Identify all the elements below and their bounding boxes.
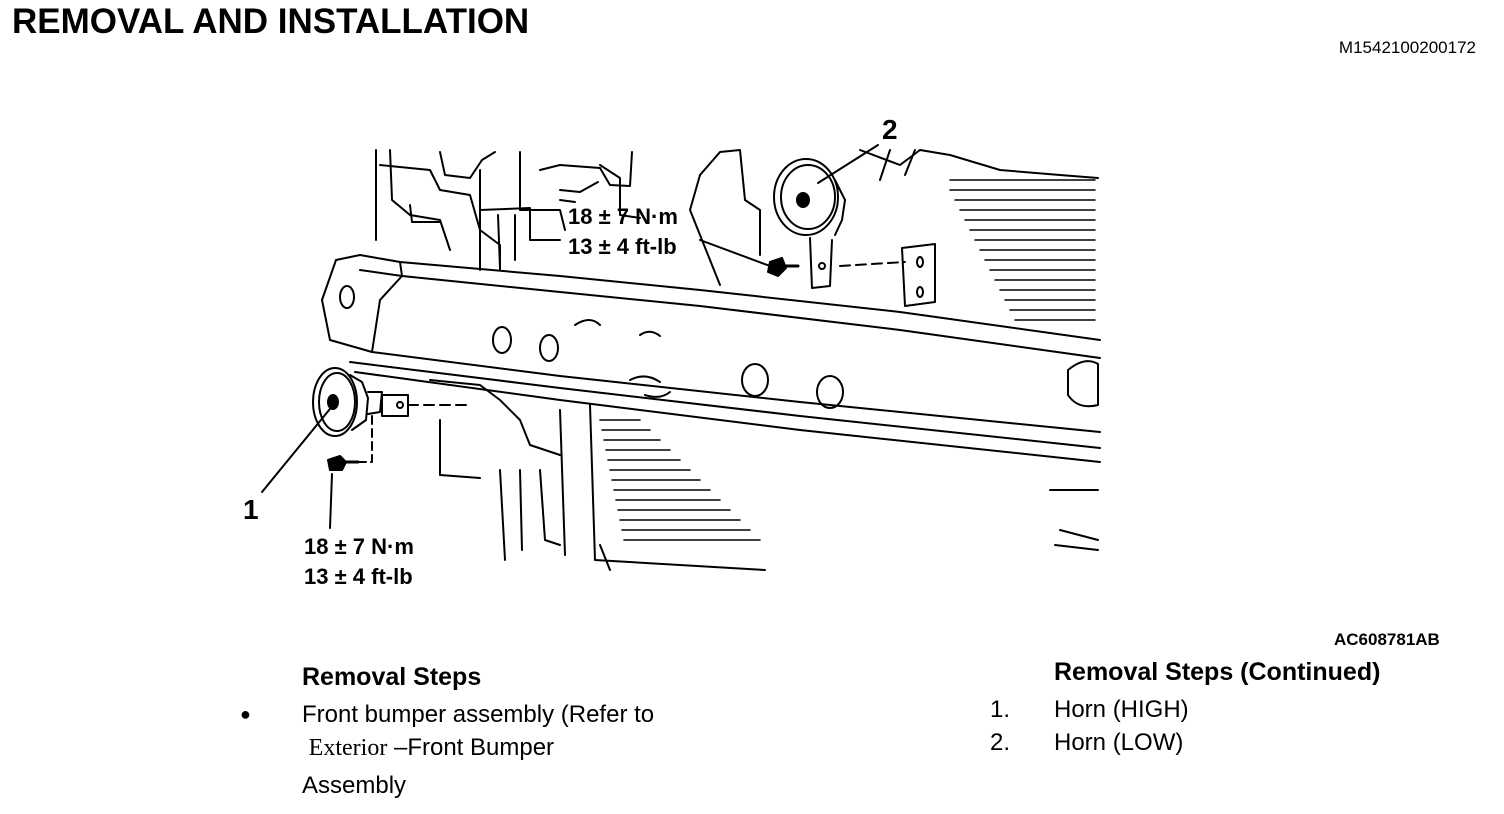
list-item: ● Front bumper assembly (Refer to Exteri… [240, 698, 742, 802]
upper-support-drawing [689, 149, 1099, 321]
torque-metric: 18 ± 7 N·m [304, 534, 414, 559]
document-id: M1542100200172 [1338, 38, 1476, 57]
removal-steps-continued: Removal Steps (Continued) 1.Horn (HIGH) … [990, 658, 1470, 759]
step-number: 2. [990, 729, 1011, 756]
list-item: 2. Horn (LOW) [990, 726, 1470, 759]
step-reference[interactable]: Exterior –Front Bumper [302, 731, 742, 765]
step-text-line: Assembly [302, 772, 407, 799]
torque-spec-horn-low: 18 ± 7 N·m 13 ± 4 ft-lb [568, 202, 678, 262]
step-number: 1. [990, 696, 1011, 723]
radiator-drawing [429, 379, 1099, 571]
engine-components-drawing [375, 149, 641, 271]
removal-steps-continued-heading: Removal Steps (Continued) [1054, 658, 1381, 686]
bumper-reinforcement-beam-drawing [321, 254, 1101, 463]
figure-code: AC608781AB [1334, 630, 1440, 649]
horn-high-drawing [261, 367, 471, 529]
removal-steps-heading: Removal Steps [302, 663, 482, 691]
torque-spec-horn-high: 18 ± 7 N·m 13 ± 4 ft-lb [304, 532, 414, 592]
step-text-line: Front bumper assembly (Refer to [302, 701, 655, 728]
torque-metric: 18 ± 7 N·m [568, 204, 678, 229]
reference-link[interactable]: Exterior [308, 735, 388, 761]
page-title: REMOVAL AND INSTALLATION [12, 2, 530, 41]
callout-number-2: 2 [882, 114, 898, 145]
horn-installation-illustration [261, 144, 1101, 571]
torque-imperial: 13 ± 4 ft-lb [304, 564, 413, 589]
removal-steps: Removal Steps ● Front bumper assembly (R… [240, 663, 742, 802]
list-item: 1. Horn (HIGH) [990, 693, 1470, 726]
callout-number-1: 1 [243, 494, 259, 525]
step-label: Horn (HIGH) [1054, 696, 1189, 723]
torque-imperial: 13 ± 4 ft-lb [568, 234, 677, 259]
step-label: Horn (LOW) [1054, 729, 1184, 756]
horn-low-drawing [699, 144, 936, 307]
reference-title: –Front Bumper [387, 734, 555, 761]
bullet-icon: ● [240, 704, 251, 724]
